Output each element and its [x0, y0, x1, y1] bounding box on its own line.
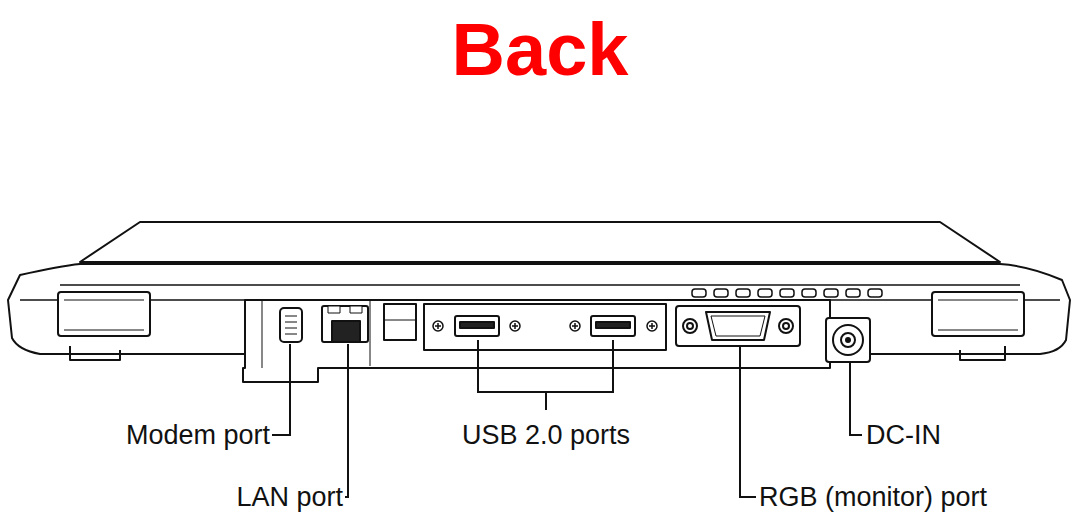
leader-lines [272, 340, 862, 497]
part-label: Modem port [126, 420, 270, 450]
diagram-title: Back [452, 10, 629, 90]
part-label: USB 2.0 ports [462, 420, 630, 450]
part-label: LAN port [236, 482, 343, 512]
part-label: DC-IN [866, 420, 941, 450]
part-label: RGB (monitor) port [759, 482, 987, 512]
